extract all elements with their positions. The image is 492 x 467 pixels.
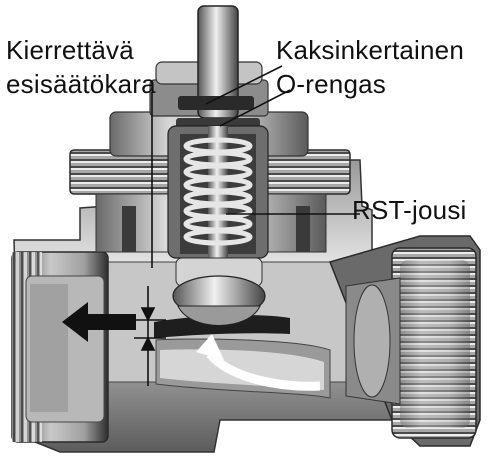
label-preset-spindle-line2: esisäätökara — [6, 69, 156, 99]
bonnet-screws — [122, 206, 310, 252]
label-preset-spindle-line1: Kierrettävä — [6, 35, 134, 65]
dimension-arrow-icon — [134, 286, 166, 386]
valve-plug — [172, 257, 266, 326]
leader-lines — [151, 65, 360, 268]
outlet-port — [329, 235, 481, 447]
label-double-oring-line1: Kaksinkertainen — [276, 35, 464, 65]
leader-double-oring-2 — [219, 89, 291, 127]
spring-coil — [183, 228, 253, 246]
label-double-oring-line2: O-rengas — [276, 69, 386, 99]
label-rst-spring: RST-jousi — [352, 195, 467, 225]
flow-arrow-icon — [62, 302, 321, 391]
leader-double-oring-1 — [205, 65, 283, 105]
rst-spring-coils — [183, 137, 253, 246]
inlet-port — [11, 251, 109, 443]
